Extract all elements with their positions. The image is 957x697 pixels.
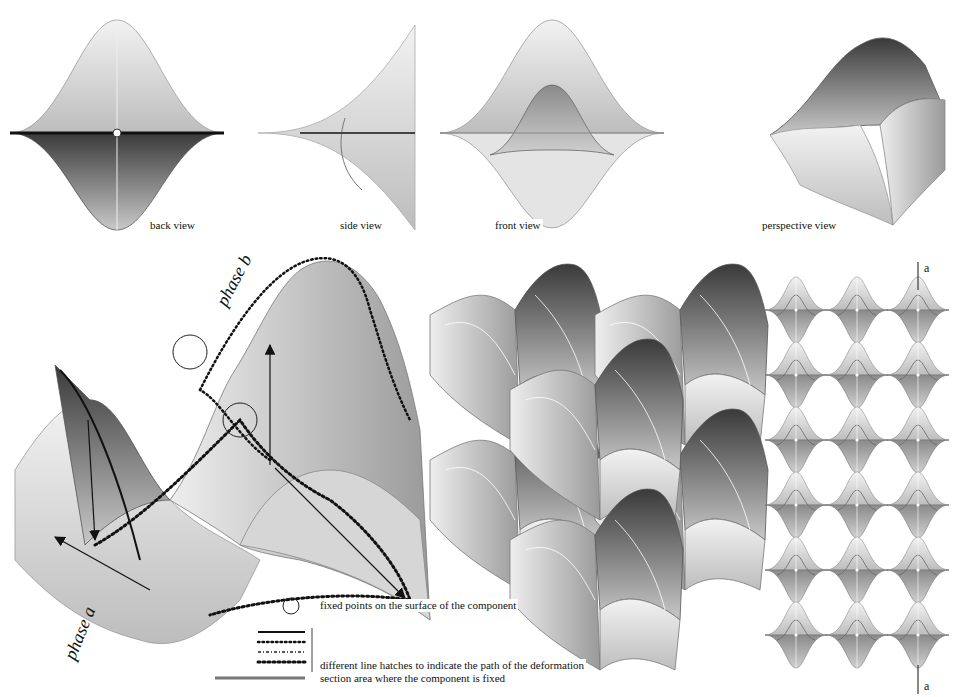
phase-label: phase b: [212, 251, 256, 310]
view-label: perspective view: [760, 219, 838, 232]
section-mark: a: [924, 262, 929, 276]
view-label: front view: [493, 219, 543, 232]
view-label: side view: [338, 219, 384, 232]
phase-label: phase a: [60, 604, 100, 663]
section-mark: a: [924, 680, 929, 694]
legend-text: different line hatches to indicate the p…: [318, 659, 586, 672]
legend-text: fixed points on the surface of the compo…: [318, 599, 518, 612]
view-label: back view: [148, 219, 197, 232]
legend-text: section area where the component is fixe…: [318, 672, 507, 685]
